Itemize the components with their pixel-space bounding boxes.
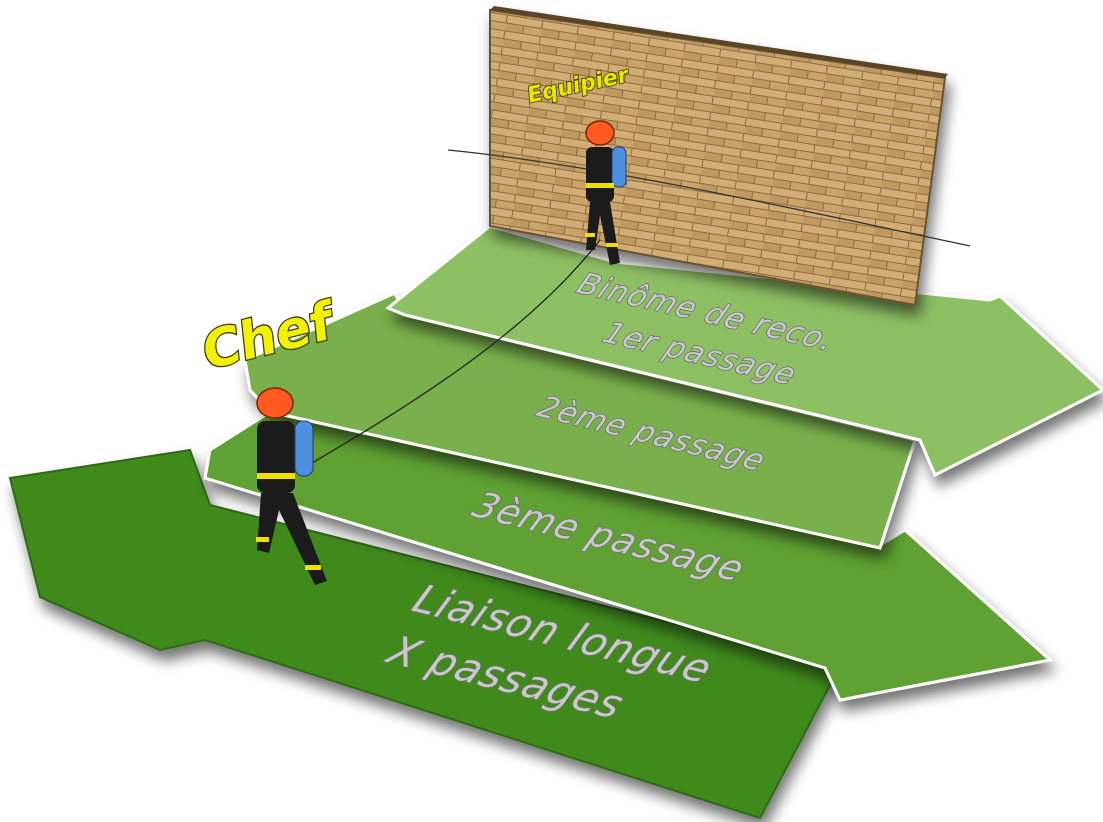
diagram-svg: Binôme de reco. 1er passage 2ème passage… (0, 0, 1103, 822)
diagram-canvas: Binôme de reco. 1er passage 2ème passage… (0, 0, 1103, 822)
